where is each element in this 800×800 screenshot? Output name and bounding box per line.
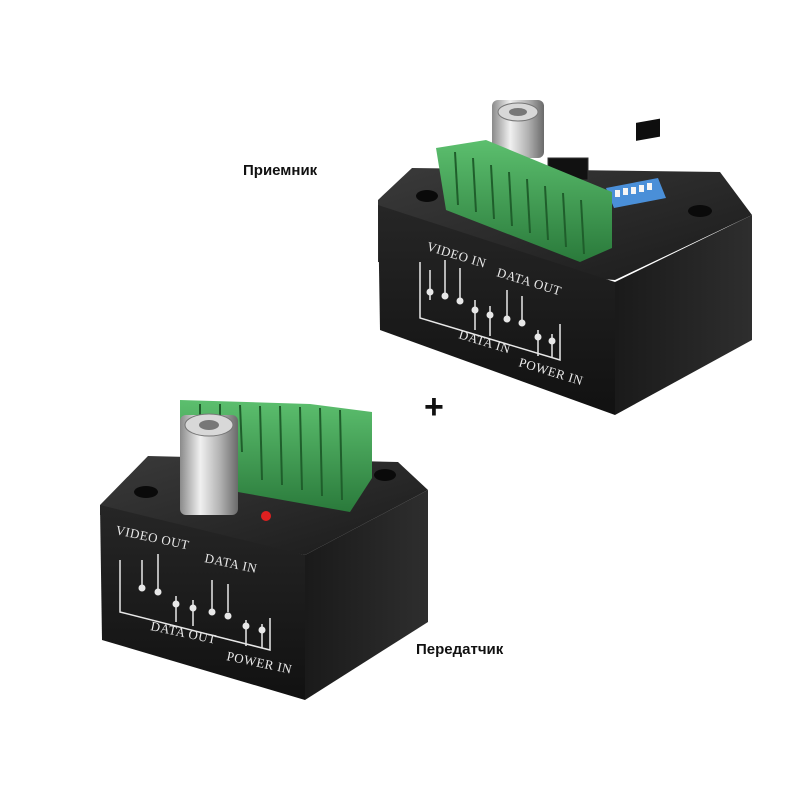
transmitter-side-face	[305, 490, 428, 700]
receiver-side-face	[615, 215, 752, 415]
mount-hole	[134, 486, 158, 498]
side-connector	[636, 118, 660, 141]
transmitter-wiring-diagram	[119, 554, 271, 651]
led-indicator	[261, 511, 271, 521]
caption-receiver: Приемник	[243, 162, 318, 179]
mount-hole	[416, 190, 438, 202]
mount-hole	[374, 469, 396, 481]
receiver-device: VIDEO IN DATA OUT DATA IN POWER IN	[378, 100, 752, 415]
transmitter-front-face	[100, 505, 305, 700]
receiver-front-face	[378, 205, 615, 415]
transmitter-device: VIDEO OUT DATA IN DATA OUT POWER IN	[100, 400, 428, 700]
bnc-connector	[180, 415, 238, 515]
mount-hole	[688, 205, 712, 217]
terminal-block	[436, 140, 612, 262]
plus-sign: +	[424, 388, 444, 426]
caption-transmitter: Передатчик	[416, 641, 504, 658]
